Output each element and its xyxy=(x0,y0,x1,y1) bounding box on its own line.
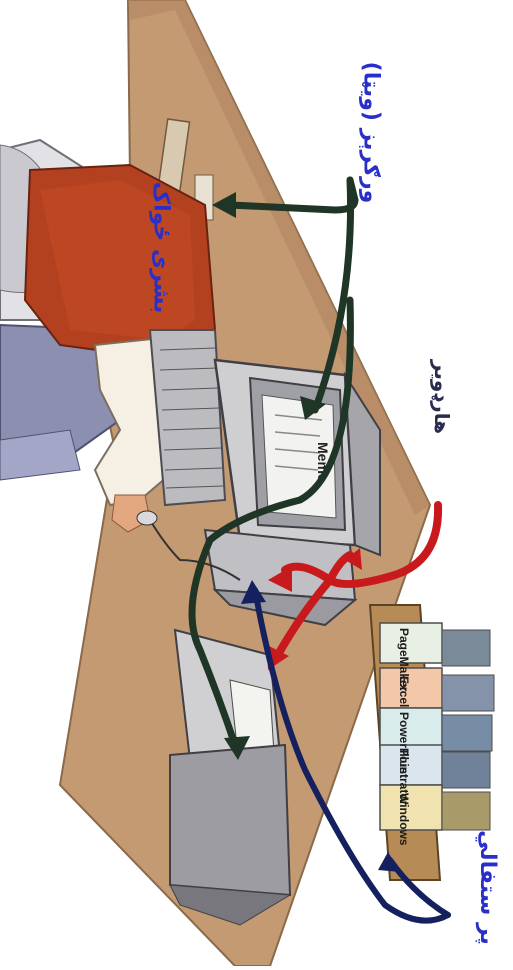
label-hardware: هارډوير xyxy=(430,360,454,434)
book-label-excel: Excel xyxy=(397,676,411,707)
book-labels: PageMaker Excel PowerPoint Illustrator W… xyxy=(397,628,411,846)
label-software: پر ستفالي xyxy=(475,830,500,945)
label-user: بشری ځواک xyxy=(148,182,173,314)
label-peopleware: ورګرېز (ویټا) xyxy=(358,62,383,204)
book-label-windows: Windows xyxy=(397,793,411,846)
